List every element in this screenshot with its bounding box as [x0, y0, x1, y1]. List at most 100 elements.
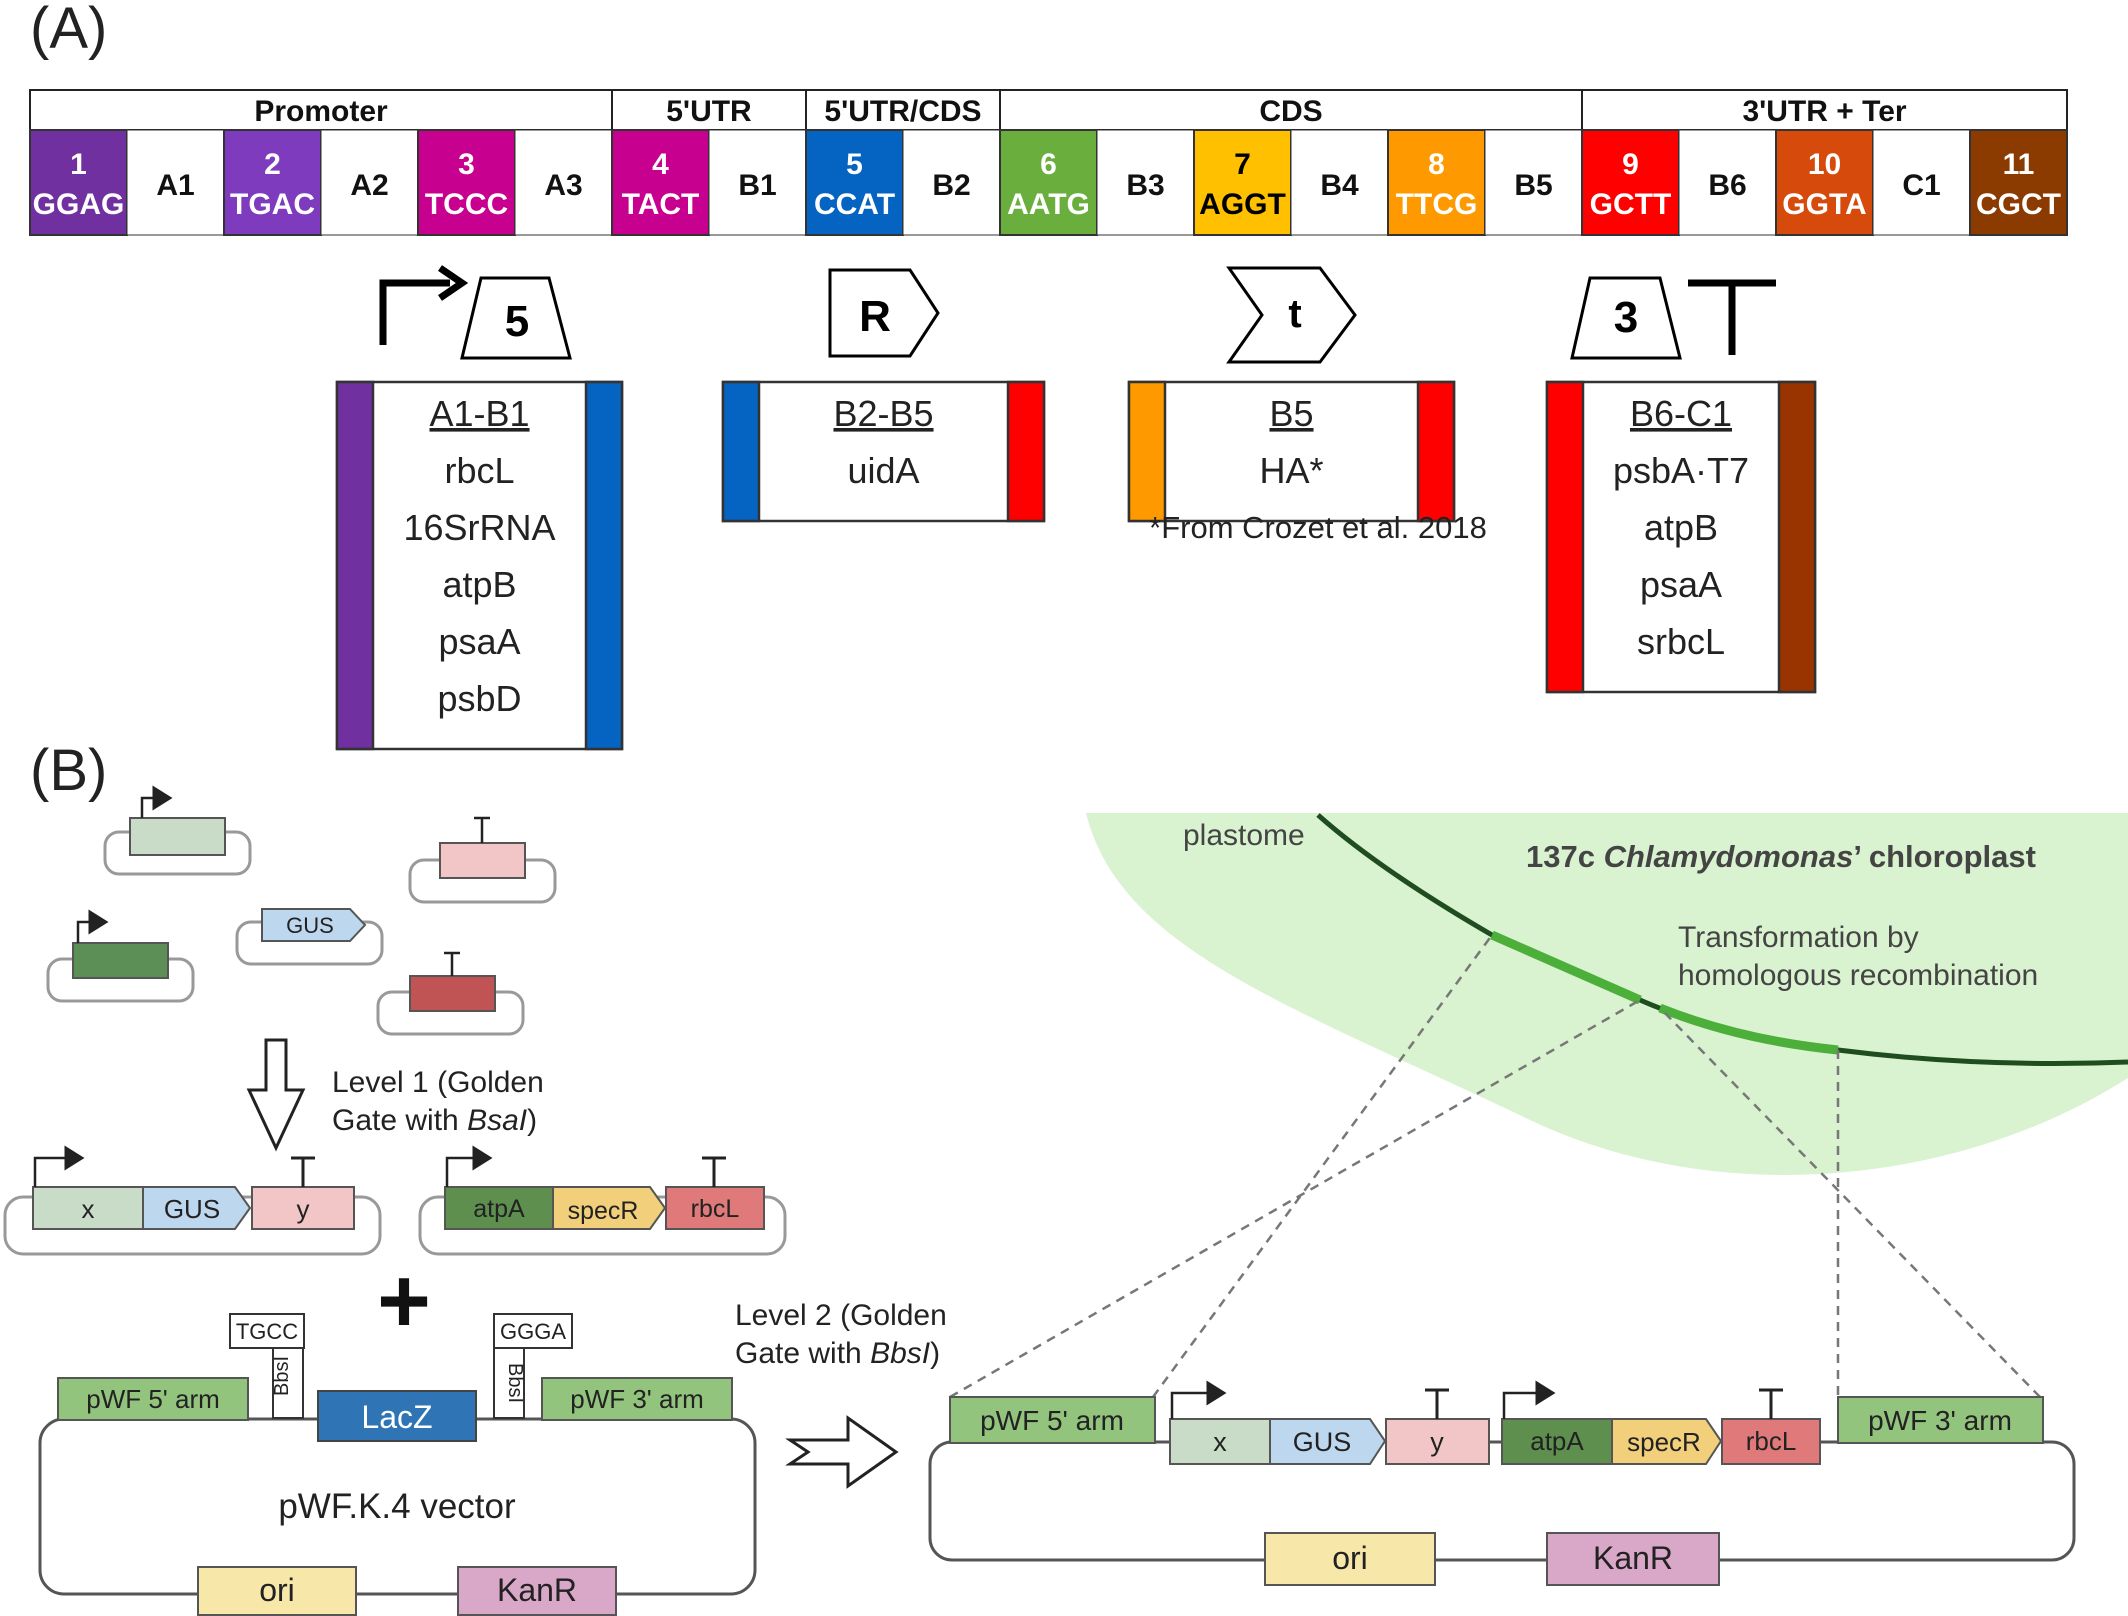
position-cell [902, 129, 1001, 236]
five-prime-glyph-label: 5 [505, 297, 529, 346]
homology-mapping-lines [949, 934, 2041, 1399]
final-x-part [1169, 1418, 1271, 1465]
vector-ori-label: ori [259, 1572, 295, 1608]
position-cell [1290, 129, 1389, 236]
vector-arm5 [57, 1377, 249, 1421]
overhang-sequence: CGCT [1976, 188, 2061, 221]
final-terminator1-icon [1425, 1388, 1449, 1419]
final-arm5 [949, 1396, 1156, 1444]
five-prime-utr-glyph-icon [460, 276, 572, 360]
part-box-item: 16SrRNA [403, 507, 555, 548]
vector-ori [197, 1566, 357, 1616]
final-construct: pWF 5' arm pWF 3' arm x GUS y atpA specR… [928, 1380, 2076, 1586]
vector-arm5-label: pWF 5' arm [86, 1384, 220, 1414]
final-gus-part [1269, 1418, 1387, 1465]
final-x-label: x [1213, 1427, 1227, 1457]
part-box-right-bar [1416, 380, 1456, 523]
vector-name: pWF.K.4 vector [278, 1487, 516, 1526]
part-box-item: atpB [442, 564, 516, 605]
chloroplast: plastome 137c Chlamydomonas’ chloroplast… [1086, 813, 2128, 1175]
rbs-glyph-icon [828, 268, 940, 358]
position-label: A1 [156, 169, 194, 202]
overhang-cell [1969, 129, 2068, 236]
overhang-number: 7 [1234, 148, 1251, 181]
tu2-specr-label: specR [568, 1197, 639, 1225]
part-box-item: uidA [847, 450, 919, 491]
tu1-promoter-part [32, 1186, 144, 1230]
bbsi-left-box [272, 1347, 304, 1419]
tu2-terminator-icon [702, 1156, 726, 1187]
site-right-label: GGGA [500, 1319, 566, 1344]
overhang-cell [1387, 129, 1486, 236]
final-arm3 [1837, 1396, 2044, 1444]
site-left-box [229, 1313, 305, 1349]
final-kanr-label: KanR [1593, 1540, 1673, 1576]
overhang-sequence: AATG [1007, 188, 1090, 221]
overhang-sequence: TCCC [425, 188, 508, 221]
part-lists: A1-B1rbcL16SrRNAatpBpsaApsbDB2-B5uidAB5H… [335, 380, 1817, 751]
lacz-part [317, 1390, 477, 1442]
final-atpa-label: atpA [1530, 1426, 1584, 1456]
position-label: A2 [350, 169, 388, 202]
terminator-icon [1688, 279, 1776, 355]
three-prime-glyph-label: 3 [1614, 293, 1638, 342]
region-label: Promoter [254, 95, 388, 128]
position-cell [1678, 129, 1777, 236]
region-label: 5'UTR/CDS [824, 95, 981, 128]
tu1-gus-label: GUS [164, 1194, 220, 1224]
overhang-cell [223, 129, 322, 236]
tag-glyph: t [1226, 266, 1357, 364]
overhang-cell [805, 129, 904, 236]
tu1-terminator-part [251, 1186, 355, 1230]
part-box [335, 380, 624, 751]
mini-plasmid-gus: GUS [235, 908, 384, 966]
position-label: B1 [738, 169, 776, 202]
rbs-glyph-label: R [859, 292, 891, 341]
part-box-left-bar [1127, 380, 1167, 523]
mini-plasmid-terminator-dark [376, 951, 525, 1036]
final-specr-part [1611, 1418, 1723, 1465]
region-box [611, 89, 807, 131]
tu1-x-label: x [82, 1194, 95, 1224]
tu1-promoter-arrow-icon [33, 1145, 85, 1187]
rbs-glyph: R [828, 268, 940, 358]
final-rbcl-part [1721, 1418, 1821, 1465]
position-label: B3 [1126, 169, 1164, 202]
final-kanr [1546, 1532, 1720, 1586]
part-box [721, 380, 1046, 523]
overhang-sequence: TGAC [230, 188, 315, 221]
mini-plasmid-terminator-light [408, 816, 557, 904]
recombination-region-right [1658, 1003, 1839, 1055]
vector-kanr-label: KanR [497, 1572, 577, 1608]
tu1-gus-part [142, 1186, 252, 1230]
final-arm3-label: pWF 3' arm [1868, 1405, 2012, 1436]
overhang-number: 2 [264, 148, 281, 181]
overhang-number: 6 [1040, 148, 1057, 181]
position-cell [1096, 129, 1195, 236]
final-arm5-label: pWF 5' arm [980, 1405, 1124, 1436]
final-ori [1264, 1532, 1436, 1586]
position-label: A3 [544, 169, 582, 202]
overhang-cell [29, 129, 128, 236]
overhang-cell [999, 129, 1098, 236]
terminator-glyph: 3 [1570, 276, 1776, 360]
overhang-number: 8 [1428, 148, 1445, 181]
part-box-title: A1-B1 [429, 393, 529, 434]
recombination-region-left [1490, 930, 1642, 1005]
level1-label-line2: Gate with BsaI) [332, 1104, 537, 1137]
footnote: *From Crozet et al. 2018 [1149, 510, 1487, 545]
chloroplast-title: 137c Chlamydomonas’ chloroplast [1526, 839, 2036, 874]
part-box [1127, 380, 1456, 523]
promoter-arrow-icon [379, 279, 450, 345]
overhang-sequence: GGAG [33, 188, 125, 221]
panel-b-label: (B) [30, 738, 107, 803]
overhang-sequence: TTCG [1396, 188, 1478, 221]
final-promoter1-arrow-icon [1170, 1380, 1227, 1419]
part-box-item: srbcL [1637, 621, 1725, 662]
final-y-part [1385, 1418, 1490, 1465]
overhang-cell [611, 129, 710, 236]
overhang-number: 4 [652, 148, 669, 181]
level1-tu-specr: atpA specR rbcL [418, 1145, 787, 1256]
vector-plasmid: pWF 5' arm pWF 3' arm LacZ TGCC BbsI GGG… [38, 1313, 757, 1616]
